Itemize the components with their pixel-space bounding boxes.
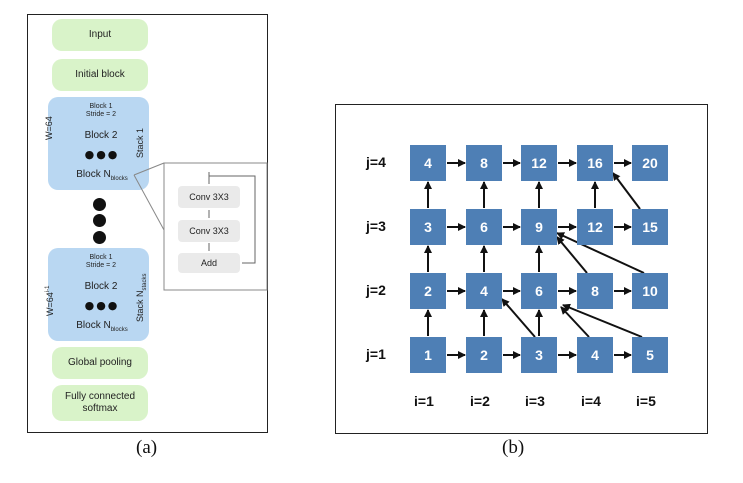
grid-node: 6	[466, 209, 502, 245]
stack2-block1-stride: Stride = 2	[85, 262, 117, 269]
fc-line1: Fully connected	[64, 391, 136, 402]
column-label: i=1	[414, 393, 434, 409]
stack1-blockn-sub: blocks	[110, 176, 128, 182]
grid-node: 3	[410, 209, 446, 245]
stack2-width-sup: i-1	[45, 285, 51, 293]
row-label: j=2	[366, 282, 386, 298]
grid-node: 20	[632, 145, 668, 181]
grid-node: 8	[577, 273, 613, 309]
grid-node: 2	[410, 273, 446, 309]
stack1-stack-label: Stack 1	[135, 127, 145, 158]
stack2-width-text: W=64	[45, 292, 55, 316]
stack-n	[48, 248, 149, 341]
grid-node: 5	[632, 337, 668, 373]
row-label: j=1	[366, 346, 386, 362]
stack1-block1-stride: Stride = 2	[85, 111, 117, 118]
stack2-dots: ●●●	[84, 299, 120, 312]
detail-conv2: Conv 3X3	[178, 220, 240, 242]
grid-node: 9	[521, 209, 557, 245]
grid-node: 2	[466, 337, 502, 373]
grid-node: 16	[577, 145, 613, 181]
stack1-width-label: W=64	[44, 116, 54, 140]
grid-node: 4	[466, 273, 502, 309]
grid-node: 10	[632, 273, 668, 309]
fully-connected-block: Fully connected softmax	[52, 385, 148, 421]
detail-conv1: Conv 3X3	[178, 186, 240, 208]
vertical-dot-1	[93, 198, 106, 211]
stack2-blockn-sub: blocks	[110, 327, 128, 333]
global-pooling-block: Global pooling	[52, 347, 148, 379]
initial-block: Initial block	[52, 59, 148, 91]
grid-node: 3	[521, 337, 557, 373]
caption-a: (a)	[136, 437, 158, 458]
grid-node: 8	[466, 145, 502, 181]
grid-node: 12	[577, 209, 613, 245]
stack1-block1-title: Block 1	[89, 103, 113, 110]
detail-add: Add	[178, 253, 240, 273]
grid-node: 1	[410, 337, 446, 373]
column-label: i=3	[525, 393, 545, 409]
column-label: i=5	[636, 393, 656, 409]
stack2-stack-sub: stacks	[141, 273, 148, 291]
stack1-blockn-label: Block N	[76, 169, 111, 180]
row-label: j=4	[366, 154, 386, 170]
stack2-stack-label: Stack Nstacks	[135, 273, 148, 322]
stack1-dots: ●●●	[84, 148, 120, 161]
stack2-width-label: W=64i-1	[45, 286, 55, 316]
stack2-stack-text: Stack N	[135, 290, 145, 322]
stack1-blockn: Block Nblocks	[62, 169, 142, 182]
grid-node: 4	[410, 145, 446, 181]
vertical-dot-2	[93, 214, 106, 227]
stack2-block1-title: Block 1	[89, 254, 113, 261]
column-label: i=4	[581, 393, 601, 409]
stack2-blockn: Block Nblocks	[62, 320, 142, 333]
grid-node: 6	[521, 273, 557, 309]
fc-line2: softmax	[82, 403, 118, 414]
stack-1	[48, 97, 149, 190]
stack2-block2: Block 2	[84, 281, 118, 292]
grid-node: 12	[521, 145, 557, 181]
column-label: i=2	[470, 393, 490, 409]
caption-b: (b)	[502, 437, 525, 458]
stack1-block2: Block 2	[84, 130, 118, 141]
grid-node: 4	[577, 337, 613, 373]
input-block: Input	[52, 19, 148, 51]
grid-node: 15	[632, 209, 668, 245]
vertical-dot-3	[93, 231, 106, 244]
row-label: j=3	[366, 218, 386, 234]
stack2-blockn-label: Block N	[76, 320, 111, 331]
